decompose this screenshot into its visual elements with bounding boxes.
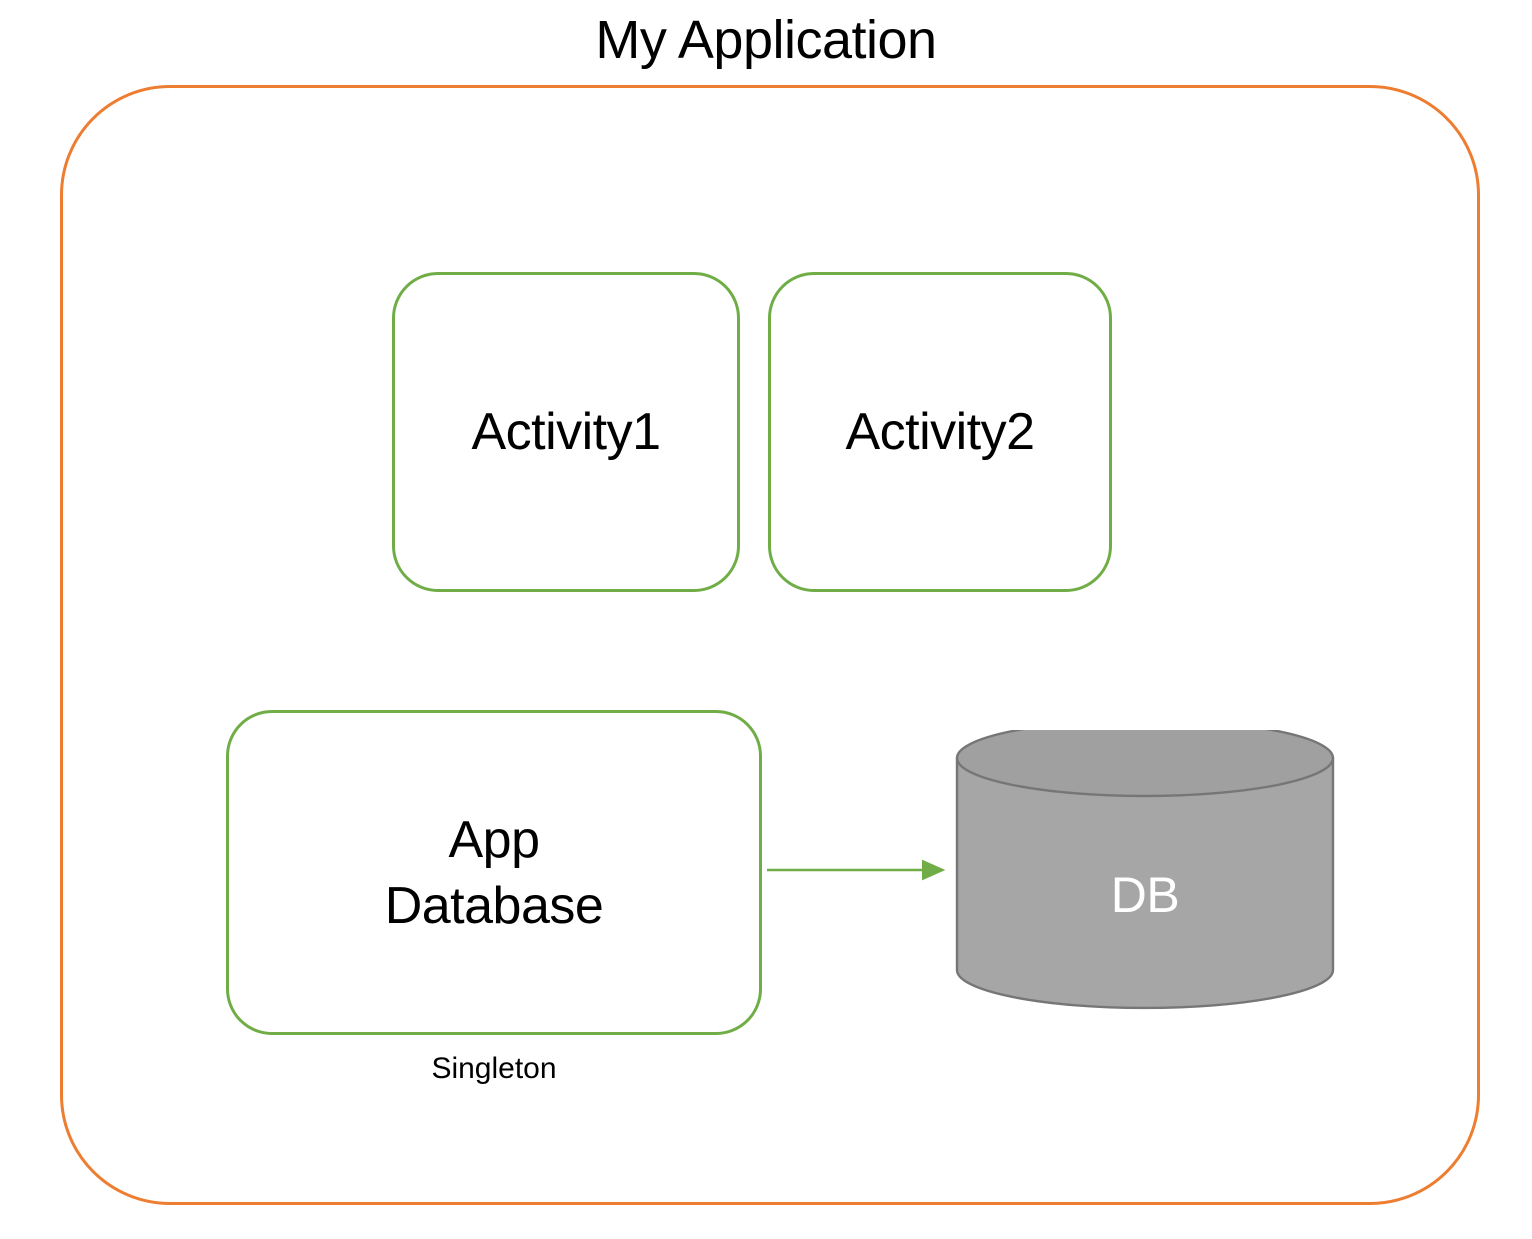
page-title: My Application — [595, 10, 937, 70]
application-boundary — [60, 85, 1480, 1205]
component-activity2[interactable]: Activity2 — [768, 272, 1112, 592]
component-app-database-label: App Database — [384, 810, 604, 935]
component-activity2-label: Activity2 — [845, 403, 1035, 461]
database-cylinder-icon[interactable] — [952, 730, 1338, 1012]
component-app-database[interactable]: App Database — [226, 710, 762, 1035]
arrow-right-icon — [767, 859, 946, 881]
app-database-caption: Singleton — [431, 1052, 557, 1085]
component-activity1[interactable]: Activity1 — [392, 272, 740, 592]
component-activity1-label: Activity1 — [471, 403, 661, 461]
